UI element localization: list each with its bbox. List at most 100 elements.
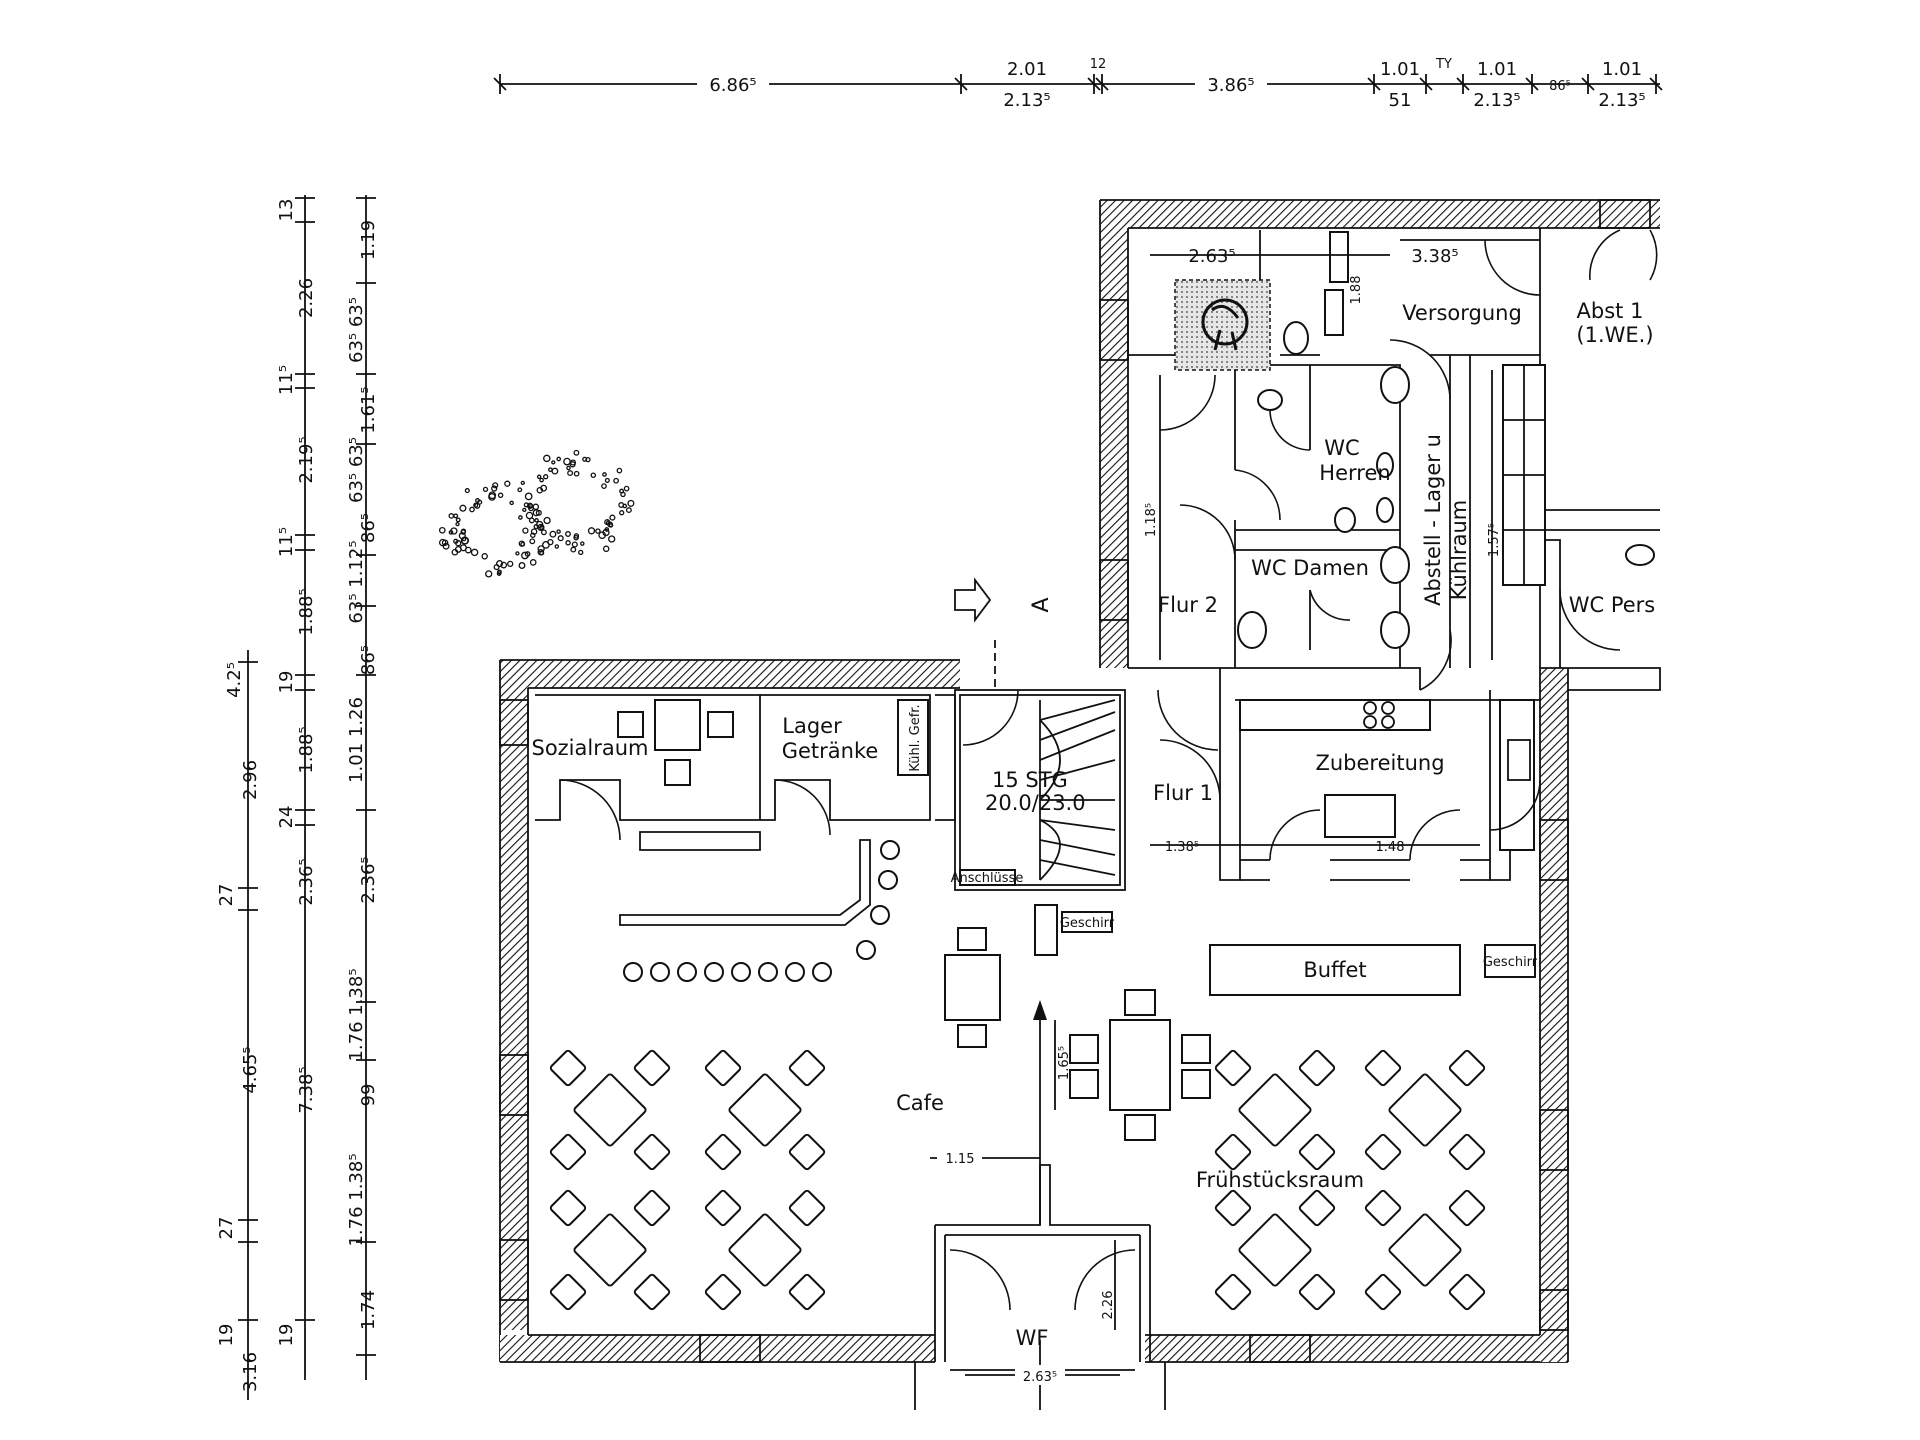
breakfast-table	[1069, 989, 1211, 1141]
table-group	[1214, 1189, 1336, 1311]
table-group	[1214, 1049, 1336, 1171]
label-geschirr-1: Geschirr	[1060, 916, 1115, 931]
dim-left3-1: 1.19	[358, 220, 379, 260]
sozialraum-furniture	[617, 699, 734, 786]
section-label-a: A	[1029, 597, 1054, 612]
dim-int-1: 2.63⁵	[1188, 246, 1235, 267]
table-group	[704, 1049, 826, 1171]
dim-left3-11: 99	[358, 1084, 379, 1107]
table-group	[549, 1049, 671, 1171]
dim-left1-2: 2.96	[240, 760, 261, 800]
dim-top-7a: 1.01	[1477, 59, 1517, 80]
dim-left3-3: 1.61⁵	[358, 386, 379, 433]
dim-top-5a: 1.01	[1380, 59, 1420, 80]
dim-left3-9: 2.36⁵	[358, 856, 379, 903]
room-label-lager-2: Getränke	[782, 739, 879, 763]
room-label-wc-damen: WC Damen	[1251, 556, 1369, 580]
exterior-walls	[499, 199, 1661, 1363]
dim-int-8: 1.65⁵	[1057, 1046, 1072, 1080]
room-label-versorgung: Versorgung	[1402, 301, 1522, 325]
dim-top-7b: 2.13⁵	[1473, 90, 1520, 111]
left-dimension-chains: 4.2⁵ 2.96 27 4.65⁵ 27 3.16 19 13 2.26 11…	[216, 195, 379, 1400]
dim-top-2b: 2.13⁵	[1003, 90, 1050, 111]
dim-left2-5: 11⁵	[276, 527, 297, 557]
dim-int-6: 1.38⁵	[1165, 840, 1199, 855]
dim-left2-9: 24	[276, 806, 297, 829]
dim-left3-7: 86⁵	[358, 645, 379, 675]
dim-left1-5: 27	[216, 1217, 237, 1240]
dim-int-9: 1.15	[946, 1152, 975, 1167]
table-group	[704, 1189, 826, 1311]
label-anschluss: Anschlüsse	[951, 871, 1024, 886]
room-label-wf: WF	[1016, 1326, 1049, 1350]
small-label-boxes: Geschirr Geschirr Anschlüsse	[951, 869, 1538, 978]
room-label-wc-pers: WC Pers	[1569, 593, 1656, 617]
room-label-zubereitung: Zubereitung	[1315, 751, 1444, 775]
dim-top-9b: 2.13⁵	[1598, 90, 1645, 111]
dim-left2-3: 11⁵	[276, 365, 297, 395]
dim-left3-10: 1.76 1.38⁵	[346, 968, 367, 1061]
dim-left2-7: 19	[276, 671, 297, 694]
bar-stools	[623, 840, 900, 982]
table-group	[1364, 1189, 1486, 1311]
dim-top-9a: 1.01	[1602, 59, 1642, 80]
buffet-counter	[1209, 944, 1461, 996]
room-label-buffet: Buffet	[1303, 958, 1366, 982]
cafe-side-table	[944, 927, 1001, 1048]
dim-int-7: 1.48	[1376, 840, 1405, 855]
room-label-flur2: Flur 2	[1158, 593, 1218, 617]
dim-left3-4: 63⁵ 63⁵	[346, 437, 367, 503]
room-label-lager-1: Lager	[782, 714, 842, 738]
dim-top-5b: 51	[1389, 90, 1412, 111]
label-geschirr-2: Geschirr	[1483, 955, 1538, 970]
dim-left3-5: 86⁵	[358, 513, 379, 543]
room-label-fruehstuecksraum: Frühstücksraum	[1196, 1168, 1364, 1192]
dim-top-4: 3.86⁵	[1207, 75, 1254, 96]
dim-top-1: 6.86⁵	[709, 75, 756, 96]
dim-left3-12: 1.76 1.38⁵	[346, 1153, 367, 1246]
dim-left3-8: 1.01 1.26	[346, 697, 367, 783]
room-label-cafe: Cafe	[896, 1091, 944, 1115]
dim-left2-1: 13	[276, 199, 297, 222]
dim-left2-10: 2.36⁵	[296, 858, 317, 905]
top-dimension-chain: 6.86⁵ 2.01 2.13⁵ 12 3.86⁵ 1.01 51 TY 1.0…	[493, 57, 1663, 111]
room-label-stair-2: 20.0/23.0	[985, 791, 1086, 815]
interior-dimensions: 2.63⁵ 3.38⁵ 1.88 1.18⁵ 1.57⁵ 1.38⁵ 1.48 …	[930, 239, 1540, 1385]
cold-storage-units: Kühl. Gefr.	[897, 364, 1546, 776]
table-group	[1364, 1049, 1486, 1171]
dim-int-2: 3.38⁵	[1411, 246, 1458, 267]
bar-counter	[619, 831, 871, 926]
dim-int-4: 1.18⁵	[1144, 503, 1159, 537]
dim-int-5: 1.57⁵	[1487, 523, 1502, 557]
accessible-wc-symbol	[1174, 279, 1271, 371]
table-groups	[549, 1049, 1486, 1311]
kitchen-counters	[1239, 699, 1535, 851]
dim-left1-6: 3.16	[240, 1352, 261, 1392]
dim-left1-7: 19	[216, 1324, 237, 1347]
room-label-stair-1: 15 STG	[992, 768, 1068, 792]
dim-top-3: 12	[1090, 57, 1107, 72]
room-label-sozialraum: Sozialraum	[531, 736, 648, 760]
tree-symbol	[438, 449, 635, 578]
dim-left1-3: 27	[216, 884, 237, 907]
room-label-abstell-2: Kühlraum	[1447, 500, 1471, 600]
dim-left2-6: 1.88⁵	[296, 588, 317, 635]
dim-left3-6: 63⁵ 1.12⁵	[346, 540, 367, 623]
dim-left2-11: 7.38⁵	[296, 1066, 317, 1113]
dim-top-2a: 2.01	[1007, 59, 1047, 80]
dim-left3-2: 63⁵ 63⁵	[346, 297, 367, 363]
room-label-abst1-2: (1.WE.)	[1576, 323, 1653, 347]
dim-left3-13: 1.74	[358, 1290, 379, 1330]
room-label-flur1: Flur 1	[1153, 781, 1213, 805]
dim-left2-12: 19	[276, 1324, 297, 1347]
dim-left2-8: 1.88⁵	[296, 726, 317, 773]
dim-int-11: 2.63⁵	[1023, 1370, 1057, 1385]
stair	[1039, 699, 1116, 881]
sanitary-fixtures	[1237, 231, 1655, 649]
section-marker: A	[954, 577, 1054, 690]
room-label-abst1-1: Abst 1	[1577, 299, 1644, 323]
dim-int-10: 2.26	[1101, 1291, 1116, 1320]
room-label-abstell-1: Abstell - Lager u	[1421, 434, 1445, 606]
dim-left1-1: 4.2⁵	[224, 662, 245, 698]
